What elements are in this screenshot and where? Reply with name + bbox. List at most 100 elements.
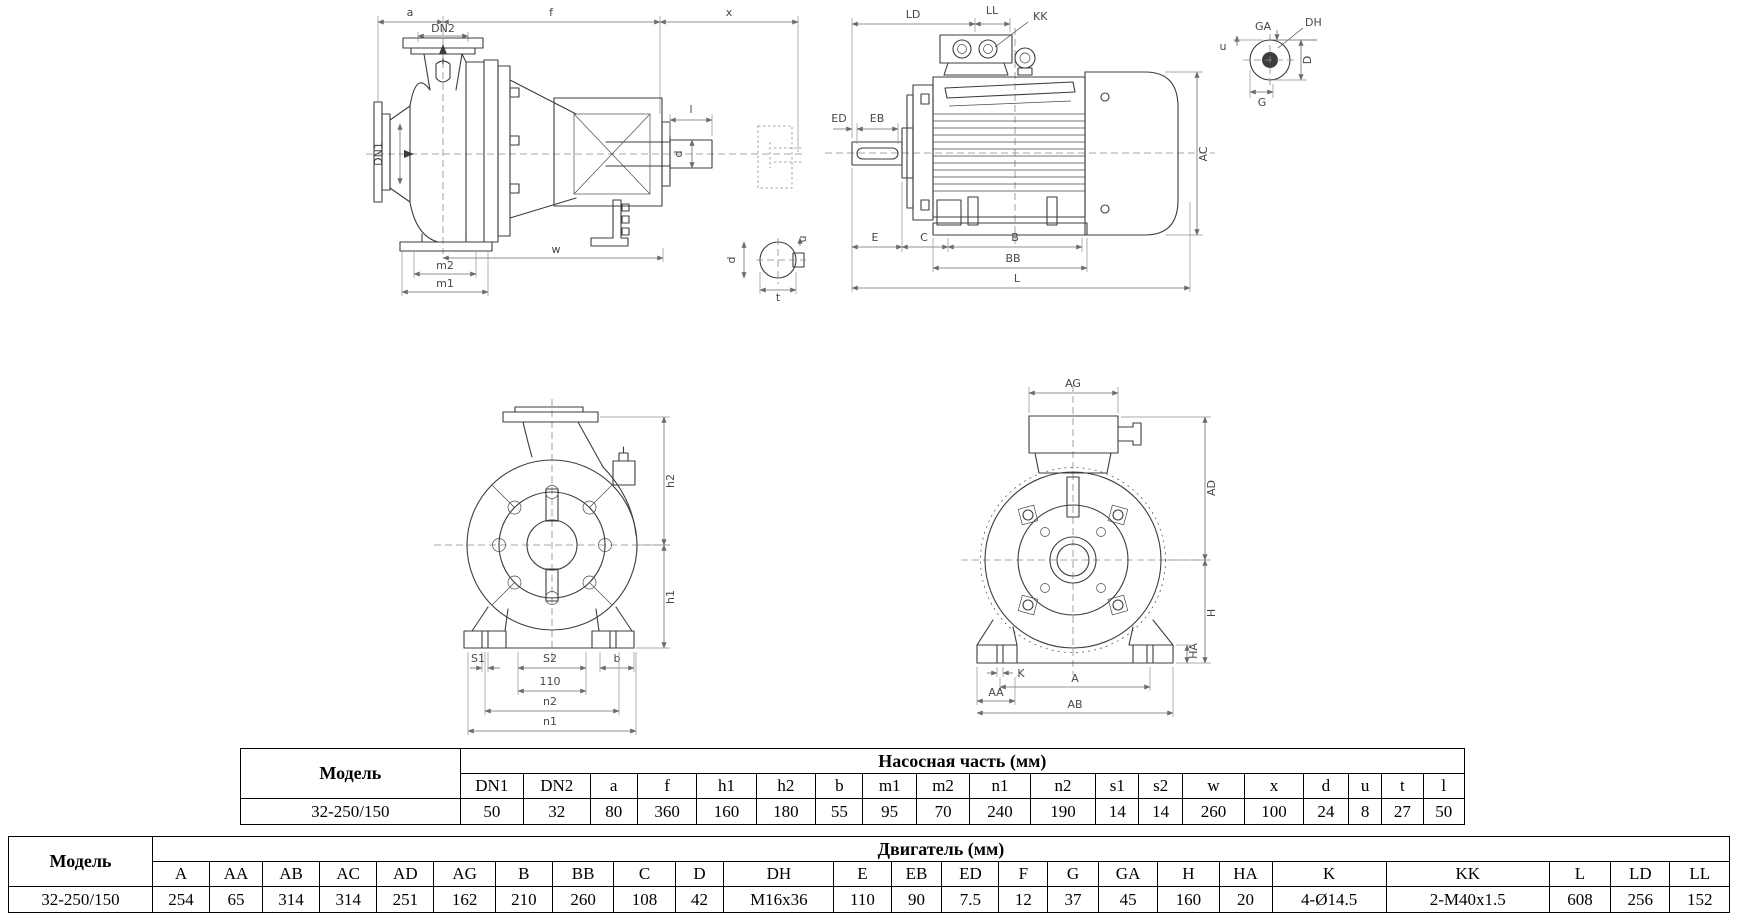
dim-label-m2: m2 xyxy=(436,259,454,272)
shaft-end-detail: d u t xyxy=(725,236,809,304)
value-cell: 42 xyxy=(674,886,725,913)
column-header: AC xyxy=(319,861,378,887)
value-cell: 50 xyxy=(1422,798,1466,825)
value-cell: 254 xyxy=(151,886,211,913)
value-cell: 110 xyxy=(833,886,892,913)
motor-table-columns-row: A AA AB AC AD AG B BB C D DH E EB ED F G… xyxy=(9,861,1730,887)
dim-label-D: D xyxy=(1301,56,1314,64)
column-header: u xyxy=(1347,773,1383,799)
column-header: K xyxy=(1271,861,1387,887)
value-cell: 50 xyxy=(459,798,525,825)
shaft-section-detail-drawing: GA DH u D G xyxy=(1220,16,1322,109)
value-cell: 7.5 xyxy=(941,886,1000,913)
dim-label-k: K xyxy=(1017,667,1025,680)
model-cell: 32-250/150 xyxy=(8,886,153,913)
value-cell: 180 xyxy=(755,798,817,825)
dim-label-h2: h2 xyxy=(664,474,677,488)
value-cell: 260 xyxy=(551,886,615,913)
value-cell: M16x36 xyxy=(723,886,835,913)
dim-label-s1: S1 xyxy=(471,652,485,665)
dim-label-m1: m1 xyxy=(436,277,454,290)
value-cell: 95 xyxy=(862,798,917,825)
value-cell: 24 xyxy=(1302,798,1350,825)
column-header: AB xyxy=(261,861,321,887)
value-cell: 55 xyxy=(815,798,864,825)
motor-side-view-drawing: LD LL KK ED EB E C B BB xyxy=(825,4,1215,292)
value-cell: 65 xyxy=(209,886,263,913)
value-cell: 160 xyxy=(696,798,757,825)
dim-label-dh: DH xyxy=(1305,16,1322,29)
dim-label-ac: AC xyxy=(1197,146,1210,161)
dim-label-c: C xyxy=(920,231,928,244)
dim-label-dn2: DN2 xyxy=(431,22,455,35)
pump-side-view-drawing: a f x DN2 DN1 d l xyxy=(366,6,809,304)
dim-label-aa: AA xyxy=(988,686,1004,699)
column-header: D xyxy=(674,861,725,887)
value-cell: 4-Ø14.5 xyxy=(1271,886,1387,913)
value-cell: 152 xyxy=(1669,886,1730,913)
column-header: s1 xyxy=(1095,773,1140,799)
column-header: s2 xyxy=(1138,773,1183,799)
value-cell: 360 xyxy=(636,798,698,825)
dim-label-e: E xyxy=(872,231,879,244)
value-cell: 90 xyxy=(890,886,943,913)
value-cell: 314 xyxy=(319,886,378,913)
dim-label-x: x xyxy=(726,6,733,19)
column-header: G xyxy=(1047,861,1099,887)
dim-label-u2: u xyxy=(1220,40,1227,53)
motor-front-view-drawing: AG AD H HA K A AA AB xyxy=(961,377,1218,717)
dim-label-ab: AB xyxy=(1067,698,1082,711)
pump-table-columns-row: DN1 DN2 a f h1 h2 b m1 m2 n1 n2 s1 s2 w … xyxy=(241,773,1466,799)
pump-part-table: Модель Насосная часть (мм) DN1 DN2 a f h… xyxy=(240,748,1466,825)
column-header: B xyxy=(494,861,553,887)
value-cell: 608 xyxy=(1548,886,1612,913)
value-cell: 27 xyxy=(1381,798,1424,825)
value-cell: 2-M40x1.5 xyxy=(1385,886,1550,913)
column-header: KK xyxy=(1385,861,1550,887)
column-header: m2 xyxy=(915,773,971,799)
column-header: l xyxy=(1422,773,1466,799)
column-header: h2 xyxy=(755,773,817,799)
dim-label-ld: LD xyxy=(906,8,921,21)
dim-label-f: f xyxy=(549,6,554,19)
dim-label-b2: b xyxy=(614,652,621,665)
pump-table-data-row: 32-250/150 50 32 80 360 160 180 55 95 70… xyxy=(240,798,1466,825)
column-header: AG xyxy=(433,861,496,887)
value-cell: 210 xyxy=(494,886,553,913)
dim-label-ga: GA xyxy=(1255,20,1272,33)
value-cell: 8 xyxy=(1347,798,1383,825)
column-header: E xyxy=(833,861,892,887)
dim-label-ha: HA xyxy=(1187,643,1200,659)
value-cell: 160 xyxy=(1157,886,1220,913)
column-header: AD xyxy=(376,861,435,887)
column-header: F xyxy=(998,861,1049,887)
dim-label-detail-u: u xyxy=(796,236,809,243)
dim-label-a: a xyxy=(407,6,414,19)
value-cell: 14 xyxy=(1138,798,1183,825)
dim-label-h1: h1 xyxy=(664,590,677,604)
pump-table-group-header: Насосная часть (мм) xyxy=(459,748,1466,774)
column-header: AA xyxy=(209,861,263,887)
motor-table-model-header: Модель xyxy=(8,836,153,887)
dim-label-l: l xyxy=(689,103,692,116)
value-cell: 240 xyxy=(969,798,1031,825)
column-header: DH xyxy=(723,861,835,887)
dim-label-bb: BB xyxy=(1005,252,1020,265)
column-header: A xyxy=(151,861,211,887)
value-cell: 314 xyxy=(261,886,321,913)
dim-label-s2: S2 xyxy=(543,652,557,665)
value-cell: 260 xyxy=(1181,798,1246,825)
value-cell: 80 xyxy=(589,798,638,825)
value-cell: 251 xyxy=(376,886,435,913)
column-header: DN1 xyxy=(459,773,525,799)
column-header: f xyxy=(636,773,698,799)
dim-label-ll: LL xyxy=(986,4,999,17)
column-header: d xyxy=(1302,773,1350,799)
column-header: C xyxy=(613,861,676,887)
column-header: w xyxy=(1181,773,1246,799)
value-cell: 45 xyxy=(1097,886,1159,913)
value-cell: 70 xyxy=(915,798,971,825)
dim-label-L: L xyxy=(1014,272,1021,285)
column-header: ED xyxy=(941,861,1000,887)
